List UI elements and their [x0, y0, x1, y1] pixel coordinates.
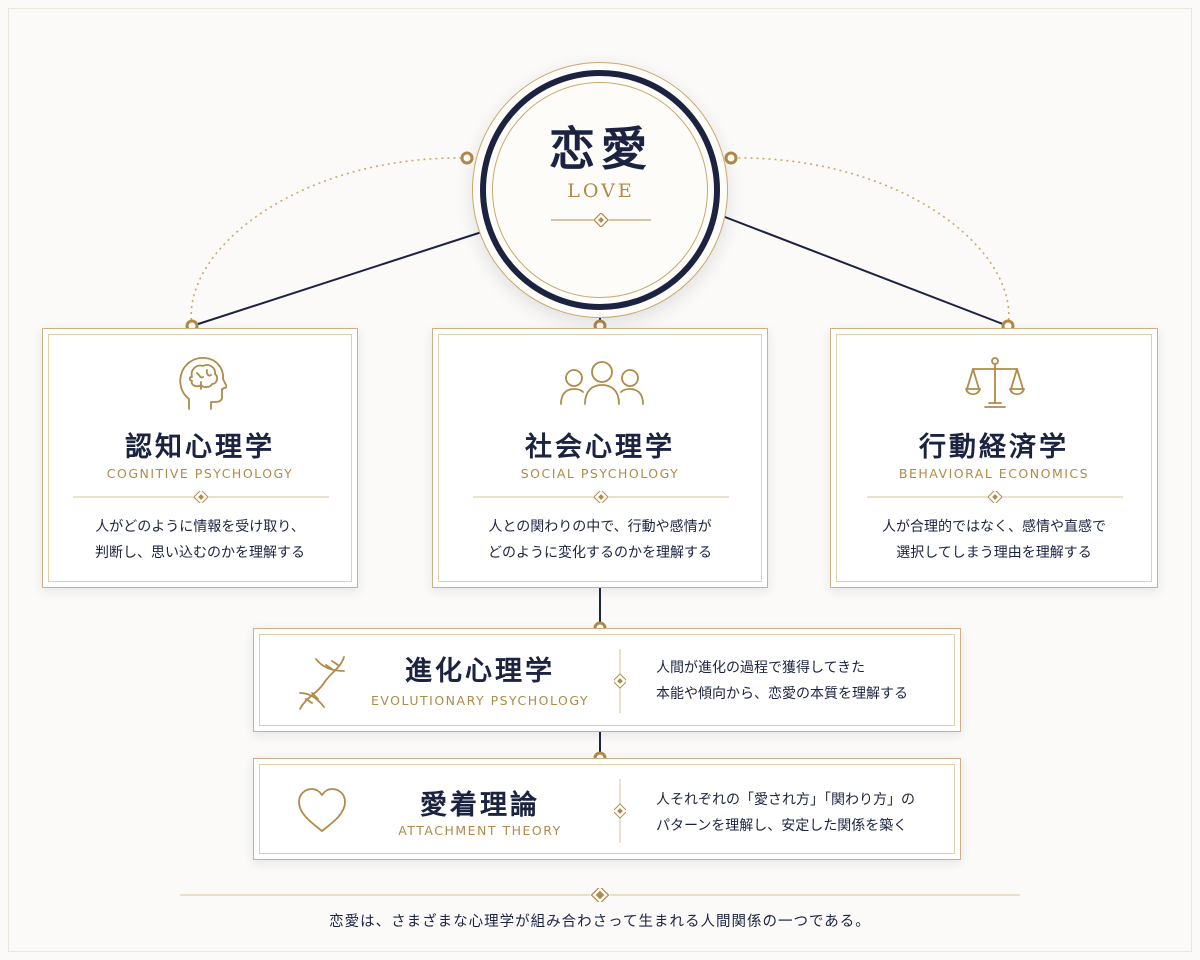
hub-ring: [480, 70, 720, 310]
center-node-love: 恋愛 LOVE: [472, 62, 728, 318]
card-title: 行動経済学: [919, 432, 1069, 463]
card-description-line1: 人が合理的ではなく、感情や直感で: [882, 519, 1106, 535]
footer-divider-diamond-icon: [180, 888, 1020, 902]
card-description-line1: 人がどのように情報を受け取り、: [95, 519, 305, 535]
card-title: 進化心理学: [405, 656, 555, 687]
center-subtitle: LOVE: [567, 180, 635, 202]
card-description-line1: 人それぞれの「愛され方」「関わり方」の: [656, 792, 915, 808]
card-subtitle: BEHAVIORAL ECONOMICS: [898, 466, 1090, 481]
people-group-icon: [560, 361, 644, 405]
center-title: 恋愛: [549, 122, 653, 176]
divider-diamond-icon: [73, 491, 329, 503]
card-description-line2: パターンを理解し、安定した関係を築く: [656, 818, 908, 834]
card-attachment-theory: 愛着理論 ATTACHMENT THEORY 人それぞれの「愛され方」「関わり方…: [253, 758, 961, 860]
card-social-psychology: 社会心理学 SOCIAL PSYCHOLOGY 人との関わりの中で、行動や感情が…: [432, 328, 768, 588]
hub-inner-ring: [492, 82, 708, 298]
scales-icon: [965, 357, 1025, 408]
divider-diamond-icon: [867, 491, 1123, 503]
card-cognitive-psychology: 認知心理学 COGNITIVE PSYCHOLOGY 人がどのように情報を受け取…: [42, 328, 358, 588]
card-description-line2: どのように変化するのかを理解する: [488, 545, 712, 561]
footer-caption: 恋愛は、さまざまな心理学が組み合わさって生まれる人間関係の一つである。: [329, 914, 871, 930]
vertical-divider-diamond-icon: [614, 779, 626, 843]
card-description-line2: 本能や傾向から、恋愛の本質を理解する: [656, 686, 908, 702]
page-frame: [8, 8, 1192, 952]
card-title: 認知心理学: [125, 432, 275, 463]
card-title: 愛着理論: [420, 790, 540, 821]
card-title: 社会心理学: [525, 432, 675, 463]
divider-diamond-icon: [473, 491, 729, 503]
card-evolutionary-psychology: 進化心理学 EVOLUTIONARY PSYCHOLOGY 人間が進化の過程で獲…: [253, 628, 961, 732]
card-description-line2: 判断し、思い込むのかを理解する: [95, 545, 305, 561]
card-subtitle: ATTACHMENT THEORY: [398, 823, 562, 838]
diamond-ornament-icon: [551, 213, 651, 227]
card-description-line1: 人との関わりの中で、行動や感情が: [488, 519, 712, 535]
brain-head-icon: [179, 357, 227, 410]
vertical-divider-diamond-icon: [614, 649, 626, 713]
card-subtitle: SOCIAL PSYCHOLOGY: [520, 466, 680, 481]
card-description-line2: 選択してしまう理由を理解する: [896, 545, 1092, 561]
dna-icon: [299, 656, 345, 710]
card-subtitle: COGNITIVE PSYCHOLOGY: [106, 466, 294, 481]
heart-icon: [298, 788, 346, 832]
card-description-line1: 人間が進化の過程で獲得してきた: [656, 660, 866, 676]
card-behavioral-economics: 行動経済学 BEHAVIORAL ECONOMICS 人が合理的ではなく、感情や…: [830, 328, 1158, 588]
card-subtitle: EVOLUTIONARY PSYCHOLOGY: [370, 693, 590, 708]
